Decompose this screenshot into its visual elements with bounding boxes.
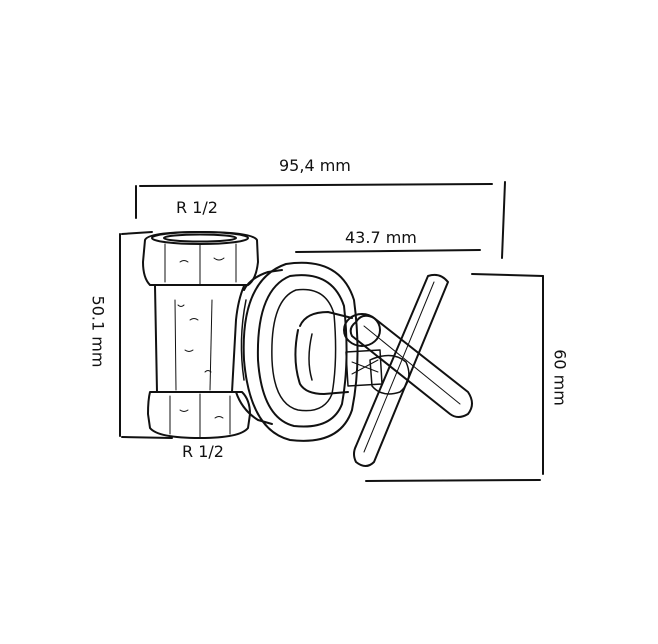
dimension-line-overall-width	[135, 181, 506, 259]
overall-width-label: 95,4 mm	[279, 156, 351, 175]
dimension-line-body-height	[119, 231, 173, 439]
top-thread-label: R 1/2	[176, 198, 218, 217]
handle-height-label: 60 mm	[550, 349, 570, 406]
valve-connector	[235, 269, 283, 425]
valve-stem	[294, 311, 383, 395]
handle-offset-label: 43.7 mm	[345, 228, 417, 247]
cross-handle	[349, 273, 473, 467]
body-height-label: 50.1 mm	[88, 295, 108, 368]
flange-rosette	[242, 261, 359, 442]
bottom-thread-label: R 1/2	[182, 442, 224, 461]
valve-body	[142, 231, 259, 439]
dimension-line-handle-offset	[295, 249, 481, 253]
dimension-line-handle-height	[365, 273, 544, 482]
